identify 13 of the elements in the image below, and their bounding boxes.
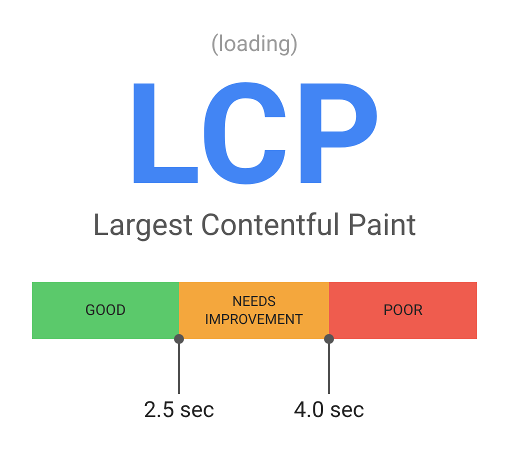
- segment-label: NEEDS IMPROVEMENT: [204, 292, 304, 328]
- heading-caption: Largest Contentful Paint: [92, 206, 416, 244]
- segment-label: 2.5 sec: [144, 396, 214, 424]
- leader-line: [174, 334, 184, 394]
- good-segment: [32, 282, 179, 339]
- leader-line: [324, 334, 334, 394]
- segment-label: POOR: [383, 300, 423, 322]
- subtitle: (loading): [210, 30, 298, 58]
- segment-label: GOOD: [85, 300, 126, 322]
- heading: LCP: [124, 66, 384, 206]
- segment-label: 4.0 sec: [294, 396, 364, 424]
- poor-segment: [329, 282, 477, 339]
- needs-improvement-segment: [179, 282, 329, 339]
